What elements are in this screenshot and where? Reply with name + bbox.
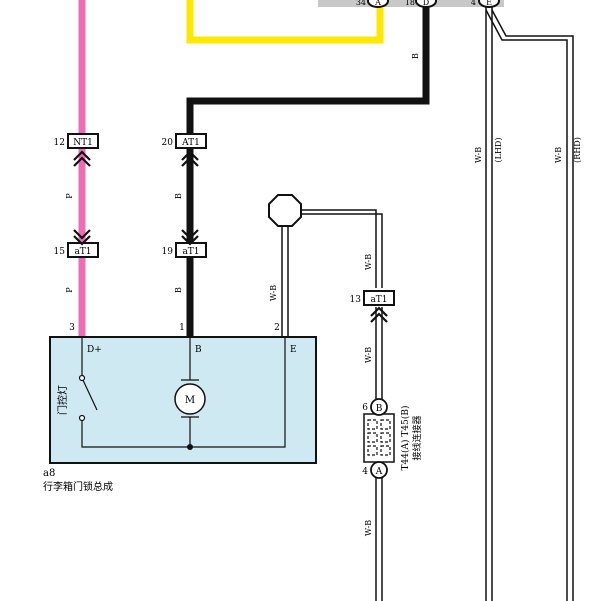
top-pin-4: 4 <box>471 0 476 7</box>
black-wire <box>186 7 430 337</box>
connector-at1-left: aT1 15 <box>54 242 99 258</box>
junction-connector <box>363 398 395 479</box>
wire-label-b-mid: B <box>174 193 183 199</box>
svg-text:NT1: NT1 <box>73 138 93 148</box>
yellow-wire <box>186 0 384 44</box>
svg-text:E: E <box>486 0 492 7</box>
lock-internal-wiring <box>81 337 286 448</box>
junction-pin-4: 4 <box>362 467 368 477</box>
lock-assembly-id: a8 <box>43 468 55 479</box>
junction-label-name: 接线连接器 <box>411 415 423 460</box>
connector-at1-upper: AT1 20 <box>162 133 207 149</box>
top-terminal-d: D <box>415 0 437 8</box>
svg-text:aT1: aT1 <box>182 247 199 257</box>
junction-label-code: T44(A) T45(B) <box>400 406 411 471</box>
ground-wb-wire <box>281 209 383 601</box>
svg-text:AT1: AT1 <box>181 138 200 148</box>
terminal-d-plus: D+ <box>87 345 102 355</box>
wire-label-wb-4: W-B <box>364 520 373 536</box>
wire-label-p-lower: P <box>65 287 74 293</box>
right-wb-wires <box>485 7 574 601</box>
svg-text:aT1: aT1 <box>370 295 387 305</box>
wire-label-b-top: B <box>411 53 420 59</box>
junction-letter-b: B <box>376 404 383 414</box>
svg-text:M: M <box>185 395 195 406</box>
top-terminal-a: A <box>367 0 389 8</box>
lock-pin-2: 2 <box>274 323 280 333</box>
svg-text:D: D <box>423 0 429 7</box>
top-terminal-e: E <box>478 0 500 8</box>
svg-text:13: 13 <box>350 295 362 305</box>
svg-text:20: 20 <box>162 138 174 148</box>
svg-text:12: 12 <box>54 138 65 148</box>
ground-point-icon <box>268 194 302 227</box>
junction-pin-6: 6 <box>362 403 368 413</box>
motor-icon: M <box>174 383 206 415</box>
connector-at1-mid: aT1 19 <box>162 242 207 258</box>
lock-assembly-name: 行李箱门锁总成 <box>43 480 113 493</box>
wire-label-rhd: (RHD) <box>573 137 582 163</box>
wire-label-wb-3: W-B <box>364 347 373 363</box>
lock-pin-3: 3 <box>69 323 75 333</box>
switch-contact-top <box>78 374 86 382</box>
switch-contact-bottom <box>78 414 86 422</box>
wire-label-wb-1: W-B <box>269 285 278 301</box>
connector-at1-right: aT1 13 <box>350 290 395 306</box>
wire-label-wb-right-2: W-B <box>554 147 563 163</box>
svg-text:aT1: aT1 <box>74 247 91 257</box>
svg-text:15: 15 <box>54 247 66 257</box>
junction-letter-a: A <box>375 467 383 477</box>
chevron-icons <box>73 150 388 323</box>
top-pin-18: 18 <box>405 0 415 7</box>
svg-text:A: A <box>374 0 381 7</box>
wire-label-wb-2: W-B <box>364 254 373 270</box>
connector-nt1: NT1 12 <box>54 133 99 149</box>
terminal-b: B <box>195 345 202 355</box>
top-connector-header <box>318 0 504 7</box>
door-switch-label: 门控灯 <box>56 385 69 415</box>
wire-label-lhd: (LHD) <box>494 138 503 163</box>
top-pin-34: 34 <box>356 0 366 7</box>
terminal-e: E <box>290 345 297 355</box>
svg-text:19: 19 <box>162 247 174 257</box>
wire-label-b-lower: B <box>174 287 183 293</box>
lock-pin-1: 1 <box>179 323 185 333</box>
junction-dot <box>187 444 193 450</box>
wire-label-wb-right-1: W-B <box>474 147 483 163</box>
wire-label-p-upper: P <box>65 193 74 199</box>
